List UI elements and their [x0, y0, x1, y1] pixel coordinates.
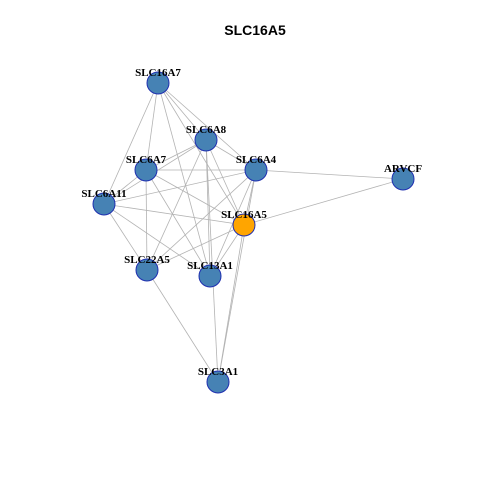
edge-slc6a7-slc13a1 — [145, 169, 211, 277]
edge-slc16a7-slc16a5 — [157, 82, 245, 226]
edge-slc16a5-slc3a1 — [217, 224, 245, 383]
edge-slc22a5-slc3a1 — [146, 269, 219, 383]
node-label-slc13a1: SLC13A1 — [187, 260, 233, 272]
edge-arvcf-slc16a5 — [243, 178, 404, 226]
edge-slc16a7-slc6a7 — [145, 82, 159, 171]
edge-slc6a4-arvcf — [255, 169, 404, 180]
edge-slc16a7-slc13a1 — [157, 82, 211, 277]
node-label-slc6a11: SLC6A11 — [81, 188, 126, 200]
edge-slc16a7-slc6a4 — [157, 82, 257, 171]
edge-slc6a11-slc13a1 — [103, 203, 211, 277]
node-slc6a8: SLC6A8 — [186, 124, 227, 152]
node-label-slc22a5: SLC22A5 — [124, 254, 170, 266]
node-slc22a5: SLC22A5 — [124, 254, 170, 282]
edge-slc6a7-slc16a5 — [145, 169, 245, 226]
node-slc6a11: SLC6A11 — [81, 188, 127, 216]
node-circle-slc6a4 — [244, 158, 268, 182]
node-slc3a1: SLC3A1 — [198, 366, 238, 394]
node-arvcf: ARVCF — [384, 163, 422, 191]
edge-slc6a4-slc22a5 — [146, 169, 257, 271]
edge-slc16a7-slc6a8 — [157, 82, 207, 141]
node-label-slc6a7: SLC6A7 — [126, 154, 167, 166]
node-slc6a7: SLC6A7 — [126, 154, 167, 182]
edge-layer — [103, 82, 404, 383]
node-circle-slc22a5 — [135, 258, 159, 282]
edge-slc6a8-slc22a5 — [146, 139, 207, 271]
edge-slc6a11-slc16a5 — [103, 203, 245, 226]
edge-slc6a8-slc16a5 — [205, 139, 245, 226]
edge-slc16a7-slc6a11 — [103, 82, 159, 205]
node-label-slc16a5: SLC16A5 — [221, 209, 267, 221]
node-circle-slc6a8 — [194, 128, 218, 152]
node-circle-slc6a11 — [92, 192, 116, 216]
node-circle-arvcf — [391, 167, 415, 191]
node-circle-slc16a7 — [146, 71, 170, 95]
edge-slc16a5-slc22a5 — [146, 224, 245, 271]
node-label-slc6a4: SLC6A4 — [236, 154, 277, 166]
node-slc16a5: SLC16A5 — [221, 209, 267, 237]
node-label-slc3a1: SLC3A1 — [198, 366, 238, 378]
edge-slc6a11-slc22a5 — [103, 203, 148, 271]
node-slc16a7: SLC16A7 — [135, 67, 181, 95]
node-circle-slc13a1 — [198, 264, 222, 288]
node-label-arvcf: ARVCF — [384, 163, 422, 175]
edge-slc6a4-slc3a1 — [217, 169, 257, 383]
edge-slc6a4-slc6a11 — [103, 169, 257, 205]
edge-slc6a8-slc13a1 — [205, 139, 211, 277]
node-slc13a1: SLC13A1 — [187, 260, 233, 288]
diagram-title: SLC16A5 — [224, 22, 286, 38]
node-slc6a4: SLC6A4 — [236, 154, 277, 182]
node-circle-slc3a1 — [206, 370, 230, 394]
node-circle-slc6a7 — [134, 158, 158, 182]
node-label-slc6a8: SLC6A8 — [186, 124, 227, 136]
node-circle-slc16a5 — [232, 213, 256, 237]
edge-slc6a7-slc22a5 — [145, 169, 148, 271]
node-label-slc16a7: SLC16A7 — [135, 67, 181, 79]
